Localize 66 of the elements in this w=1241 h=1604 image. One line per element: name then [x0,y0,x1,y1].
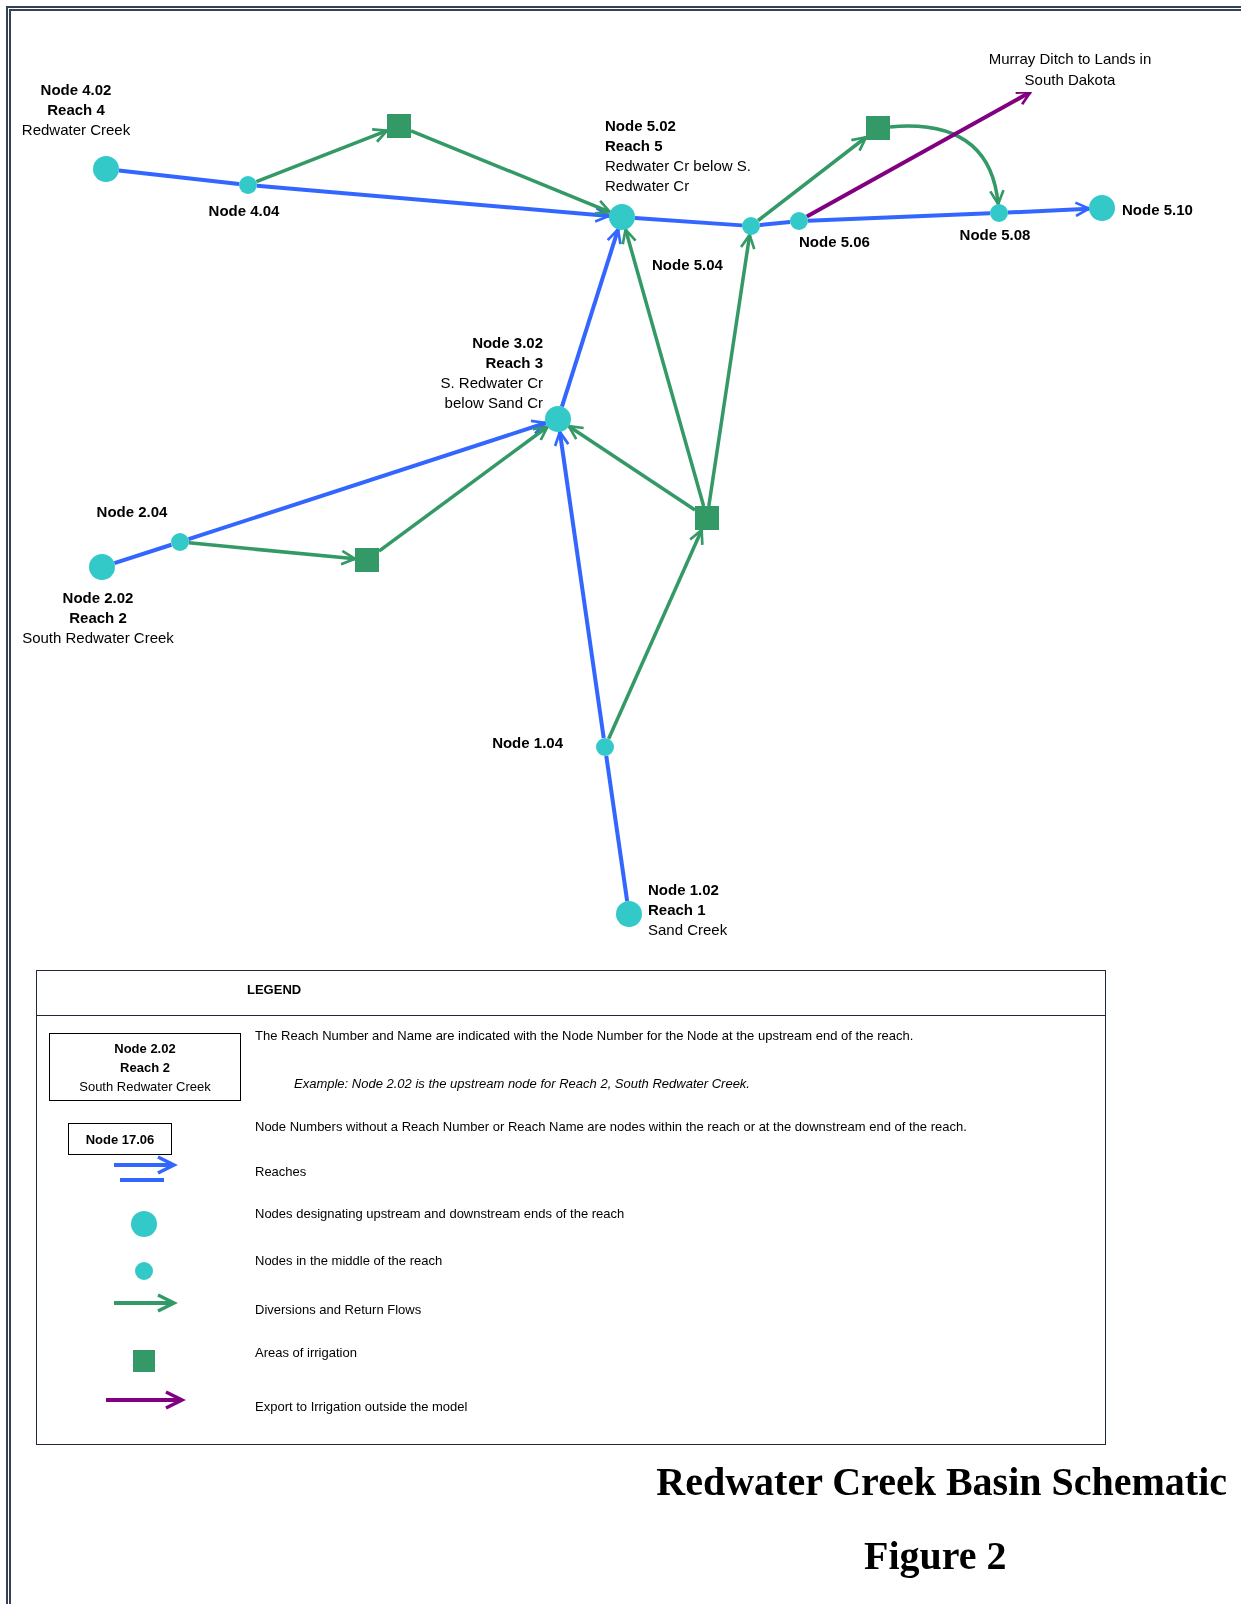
diagram-title: Redwater Creek Basin Schematic [656,1462,1227,1502]
node-label: Node 1.04 [491,733,563,753]
flow-arrow [377,425,549,553]
node-label: Node 2.04 [95,502,169,522]
reach-line [113,542,173,565]
node-label: Node 3.02 [471,333,543,353]
irrigation-area-square [695,506,719,530]
reach-line [807,211,991,223]
legend-text: Node Numbers without a Reach Number or Reach Name are nodes within the reach or at the downstream end of the reach. [255,1118,967,1136]
node-label: Node 17.06 [85,1130,155,1149]
reach-arrow [256,183,611,223]
legend-text: Nodes in the middle of the reach [255,1252,443,1270]
node-label: Node 5.02 [605,116,677,136]
node-label: Node 4.02 [39,80,113,100]
irrigation-area-square [387,114,411,138]
flow-arrow [255,128,389,184]
node-label: Node 2.02 [61,588,135,608]
reach-arrow [187,419,547,542]
flow-arrow [567,424,696,512]
node-label: Reach 3 [484,353,543,373]
legend-text: The Reach Number and Name are indicated with the Node Number for the Node at the upstream end of the reach. [255,1027,914,1045]
legend-sample-box [68,1123,172,1155]
node-label: Node 2.02 [114,1039,176,1058]
flow-arrow [805,90,1032,219]
node-label: South Redwater Creek [79,1077,211,1096]
legend-text: Reaches [255,1163,307,1181]
flow-arrow [607,528,704,740]
irrigation-area-square [866,116,890,140]
reach-line [634,215,743,228]
legend-text: Diversions and Return Flows [255,1301,422,1319]
figure-caption: Figure 2 [864,1536,1007,1576]
reach-line [759,219,791,228]
node-label: Reach 1 [648,900,707,920]
flow-arrow [188,541,357,566]
legend-example-text: Example: Node 2.02 is the upstream node for Reach 2, South Redwater Creek. [294,1075,750,1093]
node-label: Reach 2 [68,608,128,628]
reach-arrow [553,430,606,739]
flow-arrow [410,129,612,215]
reach-line [604,755,630,902]
node-label: Node 5.10 [1122,200,1194,220]
reach-arrow [560,228,622,408]
legend-text: Nodes designating upstream and downstream ends of the reach [255,1205,625,1223]
legend-text: Areas of irrigation [255,1344,357,1362]
node-label: Node 1.02 [648,880,720,900]
reach-line [118,168,240,186]
node-label: Reach 4 [46,100,106,120]
flow-arrow [707,233,756,507]
legend-sample-box [49,1033,241,1101]
irrigation-area-square [355,548,379,572]
node-label: Reach 2 [120,1058,170,1077]
node-label: S. Redwater Cr below Sand Cr [439,373,543,413]
reach-arrow [1007,201,1091,218]
node-label: Redwater Creek [20,120,132,140]
node-label: Node 4.04 [207,201,281,221]
flow-arrow [889,124,1005,206]
legend-heading: LEGEND [247,981,302,999]
node-label: Sand Creek [648,920,729,940]
flow-arrow [621,228,706,507]
flow-arrow [757,135,868,222]
node-label: South Redwater Creek [21,628,175,648]
node-label: Node 5.06 [799,232,871,252]
legend-text: Export to Irrigation outside the model [255,1398,468,1416]
node-label: Redwater Cr below S. Redwater Cr [605,156,752,196]
node-label: Node 5.04 [652,255,724,275]
node-label: Reach 5 [605,136,664,156]
node-label: Node 5.08 [958,225,1032,245]
